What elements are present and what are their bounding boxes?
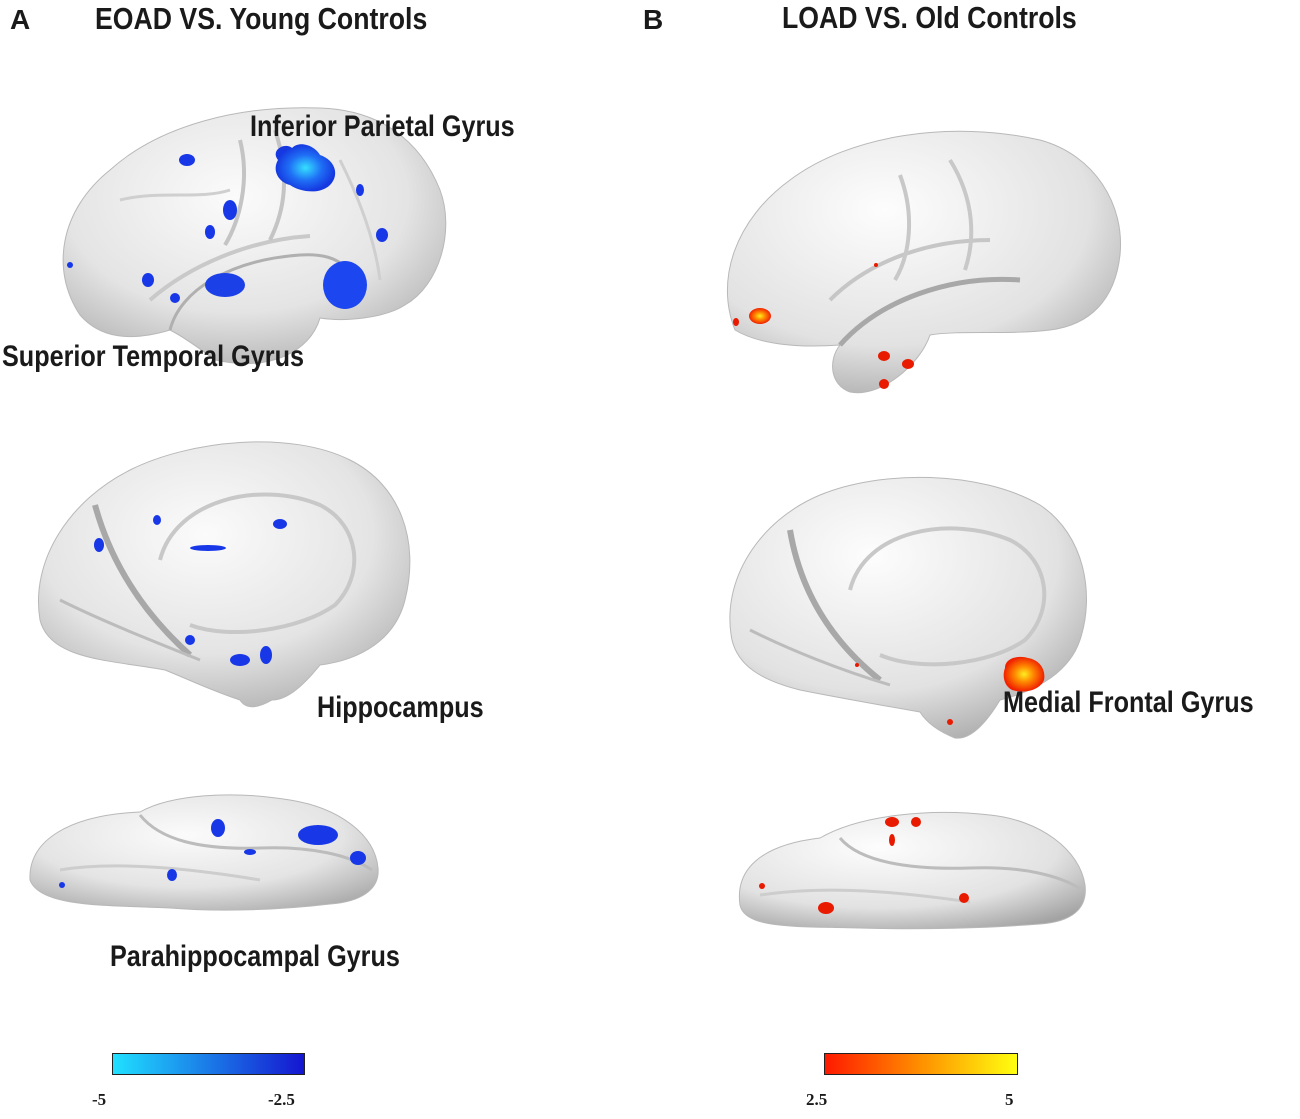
panel-b-letter: B: [643, 4, 664, 35]
panel-a-letter: A: [10, 4, 31, 35]
label-inferior-parietal-gyrus: Inferior Parietal Gyrus: [250, 110, 515, 143]
label-medial-frontal-gyrus: Medial Frontal Gyrus: [1003, 686, 1254, 719]
brain-b-lateral: [727, 130, 1122, 394]
colorbar-a-max-label: -2.5: [268, 1090, 295, 1109]
panel-b-title: LOAD VS. Old Controls: [782, 0, 1077, 35]
colorbar-a-min-label: -5: [92, 1090, 107, 1109]
brain-a-lateral: [62, 107, 447, 364]
label-hippocampus: Hippocampus: [317, 691, 484, 724]
panel-a-title: EOAD VS. Young Controls: [95, 1, 428, 36]
label-superior-temporal-gyrus: Superior Temporal Gyrus: [2, 340, 305, 373]
colorbar-b-min-label: 2.5: [806, 1090, 828, 1109]
brain-b-medial: [729, 476, 1087, 739]
brain-b-ventral: [738, 811, 1086, 930]
colorbar-b-max-label: 5: [1005, 1090, 1014, 1109]
label-parahippocampal-gyrus: Parahippocampal Gyrus: [110, 940, 400, 973]
brain-a-medial: [38, 441, 411, 708]
colorbar-b: [824, 1053, 1018, 1075]
brain-a-ventral: [29, 794, 379, 911]
colorbar-a: [112, 1053, 305, 1075]
